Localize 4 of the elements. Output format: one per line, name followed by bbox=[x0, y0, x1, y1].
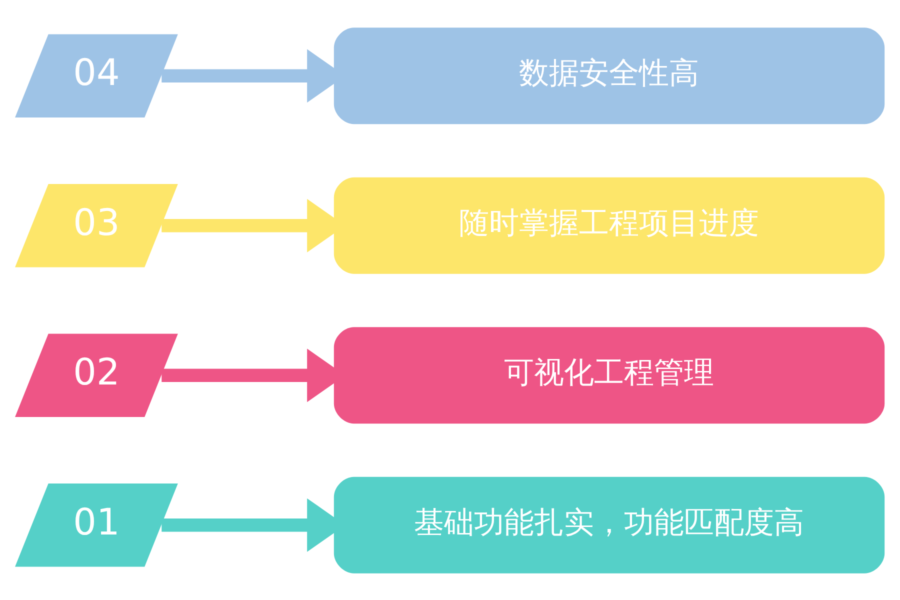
node-box: 随时掌握工程项目进度 bbox=[334, 176, 885, 274]
node-box: 基础功能扎实，功能匹配度高 bbox=[334, 476, 885, 573]
node-box: 数据安全性高 bbox=[334, 27, 885, 124]
node-box: 可视化工程管理 bbox=[334, 326, 885, 424]
